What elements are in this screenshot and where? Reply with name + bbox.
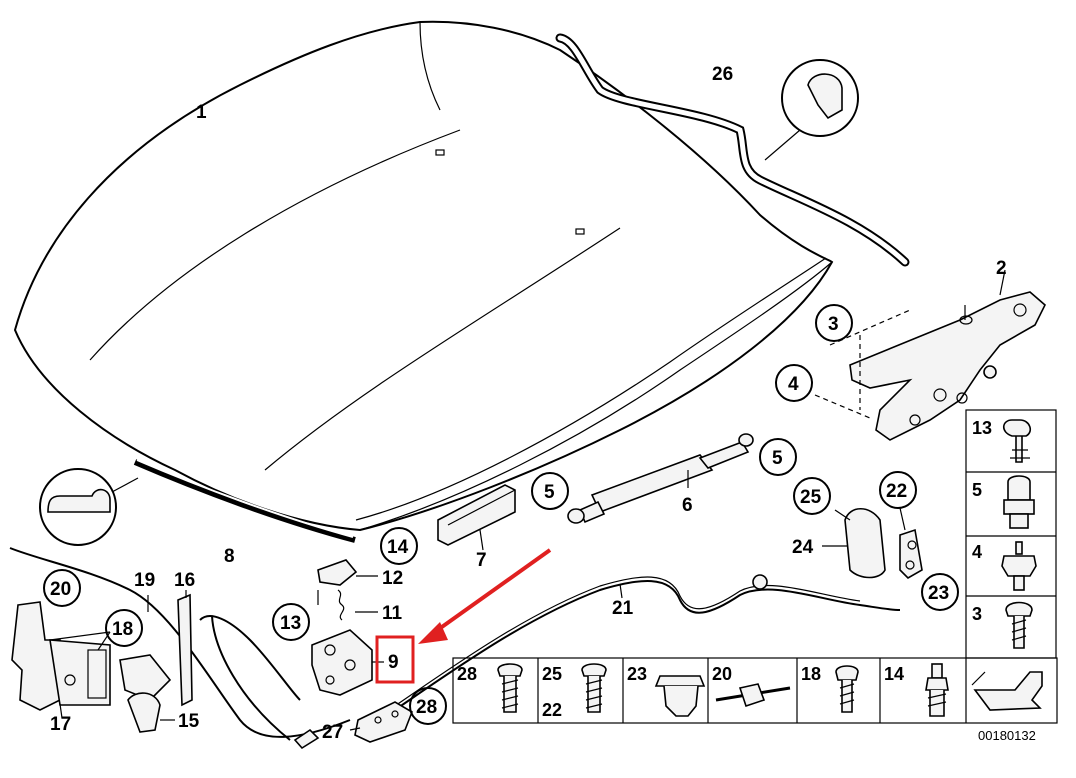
label-part-27: 27 bbox=[322, 722, 343, 743]
label-part-7: 7 bbox=[476, 550, 487, 571]
side-panel-label-5: 5 bbox=[972, 480, 982, 500]
label-part-9: 9 bbox=[388, 652, 399, 673]
gas-strut bbox=[567, 433, 754, 524]
side-panel-label-3: 3 bbox=[972, 604, 982, 624]
strip-label-25: 25 bbox=[542, 664, 562, 684]
label-part-12: 12 bbox=[382, 568, 403, 589]
label-part-14: 14 bbox=[387, 537, 409, 558]
label-part-13: 13 bbox=[280, 613, 301, 634]
highlight-box bbox=[375, 635, 415, 684]
label-part-3: 3 bbox=[828, 314, 839, 335]
label-part-20: 20 bbox=[50, 579, 71, 600]
label-part-19: 19 bbox=[134, 570, 155, 591]
lock-bracket bbox=[11, 590, 193, 733]
label-part-4: 4 bbox=[788, 374, 799, 395]
label-part-8: 8 bbox=[224, 546, 235, 567]
release-cable bbox=[9, 547, 901, 750]
strip-label-28: 28 bbox=[457, 664, 477, 684]
safety-catch bbox=[349, 701, 413, 743]
label-part-24: 24 bbox=[792, 537, 814, 558]
callout-circles bbox=[43, 304, 959, 725]
release-handle bbox=[822, 507, 923, 579]
label-part-16: 16 bbox=[174, 570, 195, 591]
hood-lock bbox=[311, 559, 384, 696]
strip-label-14: 14 bbox=[884, 664, 904, 684]
bottom-fastener-strip bbox=[452, 657, 1058, 724]
label-part-23: 23 bbox=[928, 583, 949, 604]
label-part-22: 22 bbox=[886, 481, 907, 502]
strip-label-22: 22 bbox=[542, 700, 562, 720]
label-part-21: 21 bbox=[612, 598, 634, 619]
label-part-5-upper: 5 bbox=[772, 448, 783, 469]
label-part-11: 11 bbox=[382, 603, 403, 624]
strip-label-23: 23 bbox=[627, 664, 647, 684]
highlight-arrow bbox=[418, 548, 552, 644]
seal-detail-magnifier bbox=[39, 468, 139, 546]
label-part-18: 18 bbox=[112, 619, 133, 640]
side-panel-label-4: 4 bbox=[972, 542, 982, 562]
hood-hinge bbox=[814, 269, 1046, 441]
rubber-buffer bbox=[437, 484, 516, 551]
label-part-1: 1 bbox=[196, 102, 207, 123]
label-part-17: 17 bbox=[50, 714, 71, 735]
label-part-15: 15 bbox=[178, 711, 200, 732]
label-part-28: 28 bbox=[416, 697, 437, 718]
label-part-2: 2 bbox=[996, 258, 1007, 279]
label-part-26: 26 bbox=[712, 64, 733, 85]
label-part-25: 25 bbox=[800, 487, 822, 508]
side-panel-label-13: 13 bbox=[972, 418, 992, 438]
label-part-5-lower: 5 bbox=[544, 482, 555, 503]
label-part-6: 6 bbox=[682, 495, 693, 516]
side-fastener-panel bbox=[965, 409, 1057, 659]
strip-label-18: 18 bbox=[801, 664, 821, 684]
hood-prop-rod bbox=[555, 33, 910, 267]
strip-label-20: 20 bbox=[712, 664, 732, 684]
diagram-code: 00180132 bbox=[978, 728, 1036, 743]
hood-seal-strip bbox=[133, 459, 356, 543]
